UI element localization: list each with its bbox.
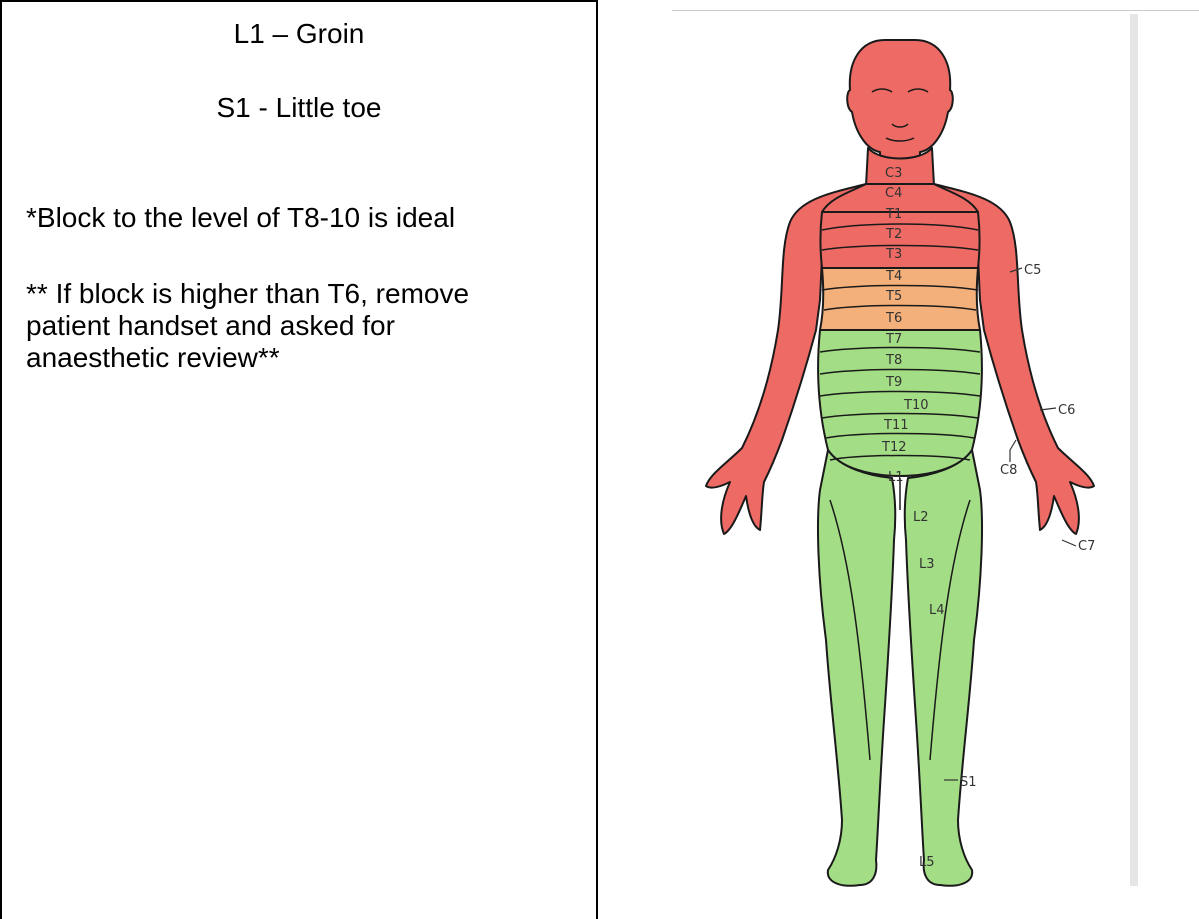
little-toe-line: S1 - Little toe: [2, 92, 596, 124]
label-l5: L5: [919, 855, 935, 870]
table-border-top-right: [672, 10, 1199, 11]
label-t2: T2: [885, 227, 902, 242]
label-t1: T1: [885, 207, 902, 222]
label-l2: L2: [913, 510, 929, 525]
label-t3: T3: [885, 247, 902, 262]
dermatome-diagram: C3 C4 T1 T2 T3 T4 T5 T6 T7 T8 T9 T10 T11…: [598, 12, 1198, 917]
left-cell: L1 – Groin S1 - Little toe *Block to the…: [2, 2, 596, 917]
label-t5: T5: [885, 289, 902, 304]
label-t10: T10: [903, 398, 928, 413]
warning-line-2: patient handset and asked for: [26, 310, 395, 342]
groin-line: L1 – Groin: [2, 18, 596, 50]
ideal-block-note: *Block to the level of T8-10 is ideal: [26, 202, 455, 234]
head-region: [847, 40, 953, 172]
label-t4: T4: [885, 269, 902, 284]
label-c8: C8: [1000, 463, 1017, 478]
label-l1: L1: [888, 470, 904, 485]
label-c6: C6: [1058, 403, 1075, 418]
label-t6: T6: [885, 311, 902, 326]
label-s1: S1: [960, 775, 977, 790]
label-t8: T8: [885, 353, 902, 368]
leg-left-region: [818, 450, 895, 886]
label-t9: T9: [885, 375, 902, 390]
label-l3: L3: [919, 557, 935, 572]
label-t11: T11: [883, 418, 908, 433]
label-l4: L4: [929, 603, 945, 618]
label-t7: T7: [885, 332, 902, 347]
warning-line-1: ** If block is higher than T6, remove: [26, 278, 469, 310]
label-c3: C3: [885, 166, 902, 181]
warning-line-3: anaesthetic review**: [26, 342, 280, 374]
label-c5: C5: [1024, 263, 1041, 278]
label-t12: T12: [881, 440, 906, 455]
label-c4: C4: [885, 186, 902, 201]
label-c7: C7: [1078, 539, 1095, 554]
